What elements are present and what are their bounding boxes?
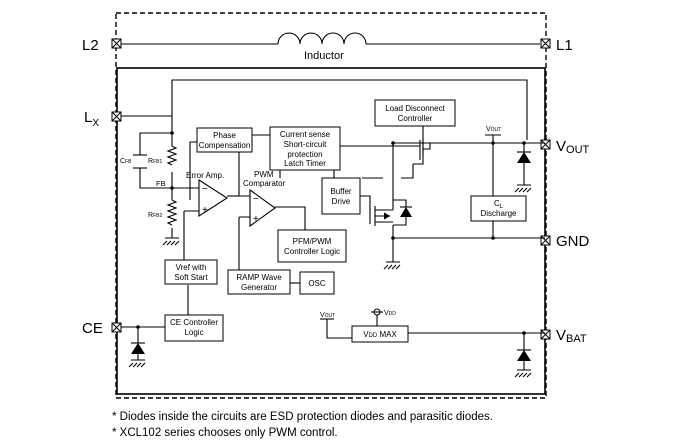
- pin-gnd-label: GND: [556, 233, 590, 250]
- cfb-label: CFB: [120, 158, 132, 165]
- svg-text:Drive: Drive: [332, 197, 351, 206]
- pin-l1-label: L1: [556, 37, 573, 54]
- svg-text:PFM/PWM: PFM/PWM: [293, 237, 332, 246]
- pmos-switch-icon: [413, 140, 431, 165]
- esd-diode-icon: [517, 349, 531, 370]
- ramp-generator-block: RAMP Wave Generator: [227, 269, 291, 295]
- svg-text:Vref with: Vref with: [176, 263, 207, 272]
- esd-diode-icon: [517, 151, 531, 163]
- svg-text:Compensation: Compensation: [199, 141, 251, 150]
- footnote-esd: * Diodes inside the circuits are ESD pro…: [112, 411, 493, 423]
- vref-soft-start-block: Vref with Soft Start: [164, 259, 218, 285]
- svg-text:Current sense: Current sense: [280, 130, 331, 139]
- vout-small-label: VOUT: [320, 312, 335, 319]
- wiring: [121, 79, 545, 350]
- osc-block: OSC: [299, 271, 335, 295]
- ic-outline: [116, 67, 546, 395]
- inductor-label: Inductor: [304, 50, 344, 62]
- pin-l2-terminal[interactable]: [111, 38, 122, 49]
- error-amp-minus: −: [202, 184, 208, 195]
- svg-text:OSC: OSC: [308, 279, 326, 288]
- ground-symbol: [162, 237, 180, 246]
- cl-discharge-block: CL Discharge: [470, 195, 527, 222]
- load-disconnect-block: Load Disconnect Controller: [374, 99, 456, 127]
- pfm-pwm-logic-block: PFM/PWM Controller Logic: [277, 229, 347, 263]
- rfb2-label: RFB2: [148, 212, 162, 219]
- svg-text:Short-circuit: Short-circuit: [284, 140, 327, 149]
- fb-label: FB: [156, 179, 166, 188]
- svg-text:Controller: Controller: [398, 114, 433, 123]
- error-amp-label: Error Amp.: [186, 171, 224, 180]
- pin-vout-terminal[interactable]: [540, 139, 551, 150]
- vdd-max-block: VDD MAX: [351, 325, 409, 343]
- pwm-comp-plus: +: [253, 214, 259, 225]
- svg-text:Phase: Phase: [213, 131, 236, 140]
- svg-text:Logic: Logic: [184, 328, 203, 337]
- ground-symbol: [128, 359, 146, 368]
- pwm-comp-minus: −: [253, 194, 259, 205]
- ground-symbol: [514, 369, 532, 378]
- body-diode-icon: [393, 199, 412, 226]
- svg-text:Load Disconnect: Load Disconnect: [385, 104, 445, 113]
- vout-node-dot: [136, 131, 526, 335]
- svg-text:RAMP Wave: RAMP Wave: [236, 273, 282, 282]
- pin-l2-label: L2: [82, 37, 99, 54]
- pin-ce-terminal[interactable]: [111, 322, 122, 333]
- phase-compensation-block: Phase Compensation: [196, 127, 253, 153]
- pwm-comparator-label-1: PWM: [254, 170, 274, 179]
- ground-symbol: [514, 184, 532, 193]
- footnote-pwm: * XCL102 series chooses only PWM control…: [112, 427, 338, 439]
- vout-internal-label: VOUT: [486, 126, 501, 133]
- ce-controller-logic-block: CE Controller Logic: [164, 314, 224, 342]
- svg-text:Controller Logic: Controller Logic: [284, 247, 340, 256]
- current-sense-block: Current sense Short-circuit protection L…: [269, 126, 341, 171]
- pin-l1-terminal[interactable]: [540, 38, 551, 49]
- svg-text:Latch Timer: Latch Timer: [284, 159, 326, 168]
- vdd-label: VDD: [384, 310, 396, 317]
- svg-text:CE Controller: CE Controller: [170, 318, 218, 327]
- pin-gnd-terminal[interactable]: [540, 235, 551, 246]
- error-amp-plus: +: [202, 205, 208, 216]
- cfb-capacitor: [133, 154, 147, 169]
- nmos-switch-icon: [369, 206, 393, 226]
- vdd-supply-icon: [371, 308, 383, 316]
- ground-symbol: [383, 261, 401, 270]
- svg-text:CL: CL: [494, 199, 504, 210]
- pin-lx-label: LX: [84, 109, 99, 129]
- error-amp-symbol: [198, 178, 229, 218]
- pin-vout-label: VOUT: [556, 138, 590, 156]
- rfb2-resistor: [166, 199, 178, 226]
- svg-text:VDD MAX: VDD MAX: [363, 330, 397, 339]
- pin-vbat-label: VBAT: [556, 327, 587, 345]
- pwm-comparator-symbol: [249, 188, 276, 228]
- pin-ce-label: CE: [82, 320, 103, 337]
- rfb1-resistor: [166, 145, 178, 166]
- block-diagram: Inductor L2 L1 LX VOUT GND CE VBAT: [82, 12, 590, 399]
- svg-text:protection: protection: [287, 150, 322, 159]
- svg-text:Generator: Generator: [241, 283, 277, 292]
- pwm-comparator-label-2: Comparator: [243, 179, 286, 188]
- pin-vbat-terminal[interactable]: [540, 329, 551, 340]
- esd-diode-icon: [131, 342, 145, 360]
- rfb1-label: RFB1: [148, 158, 162, 165]
- buffer-drive-block: Buffer Drive: [321, 177, 361, 215]
- pin-lx-terminal[interactable]: [111, 111, 122, 122]
- svg-text:Soft Start: Soft Start: [174, 273, 208, 282]
- inductor-coil: [277, 32, 367, 45]
- svg-text:Buffer: Buffer: [330, 187, 352, 196]
- svg-text:Discharge: Discharge: [480, 209, 517, 218]
